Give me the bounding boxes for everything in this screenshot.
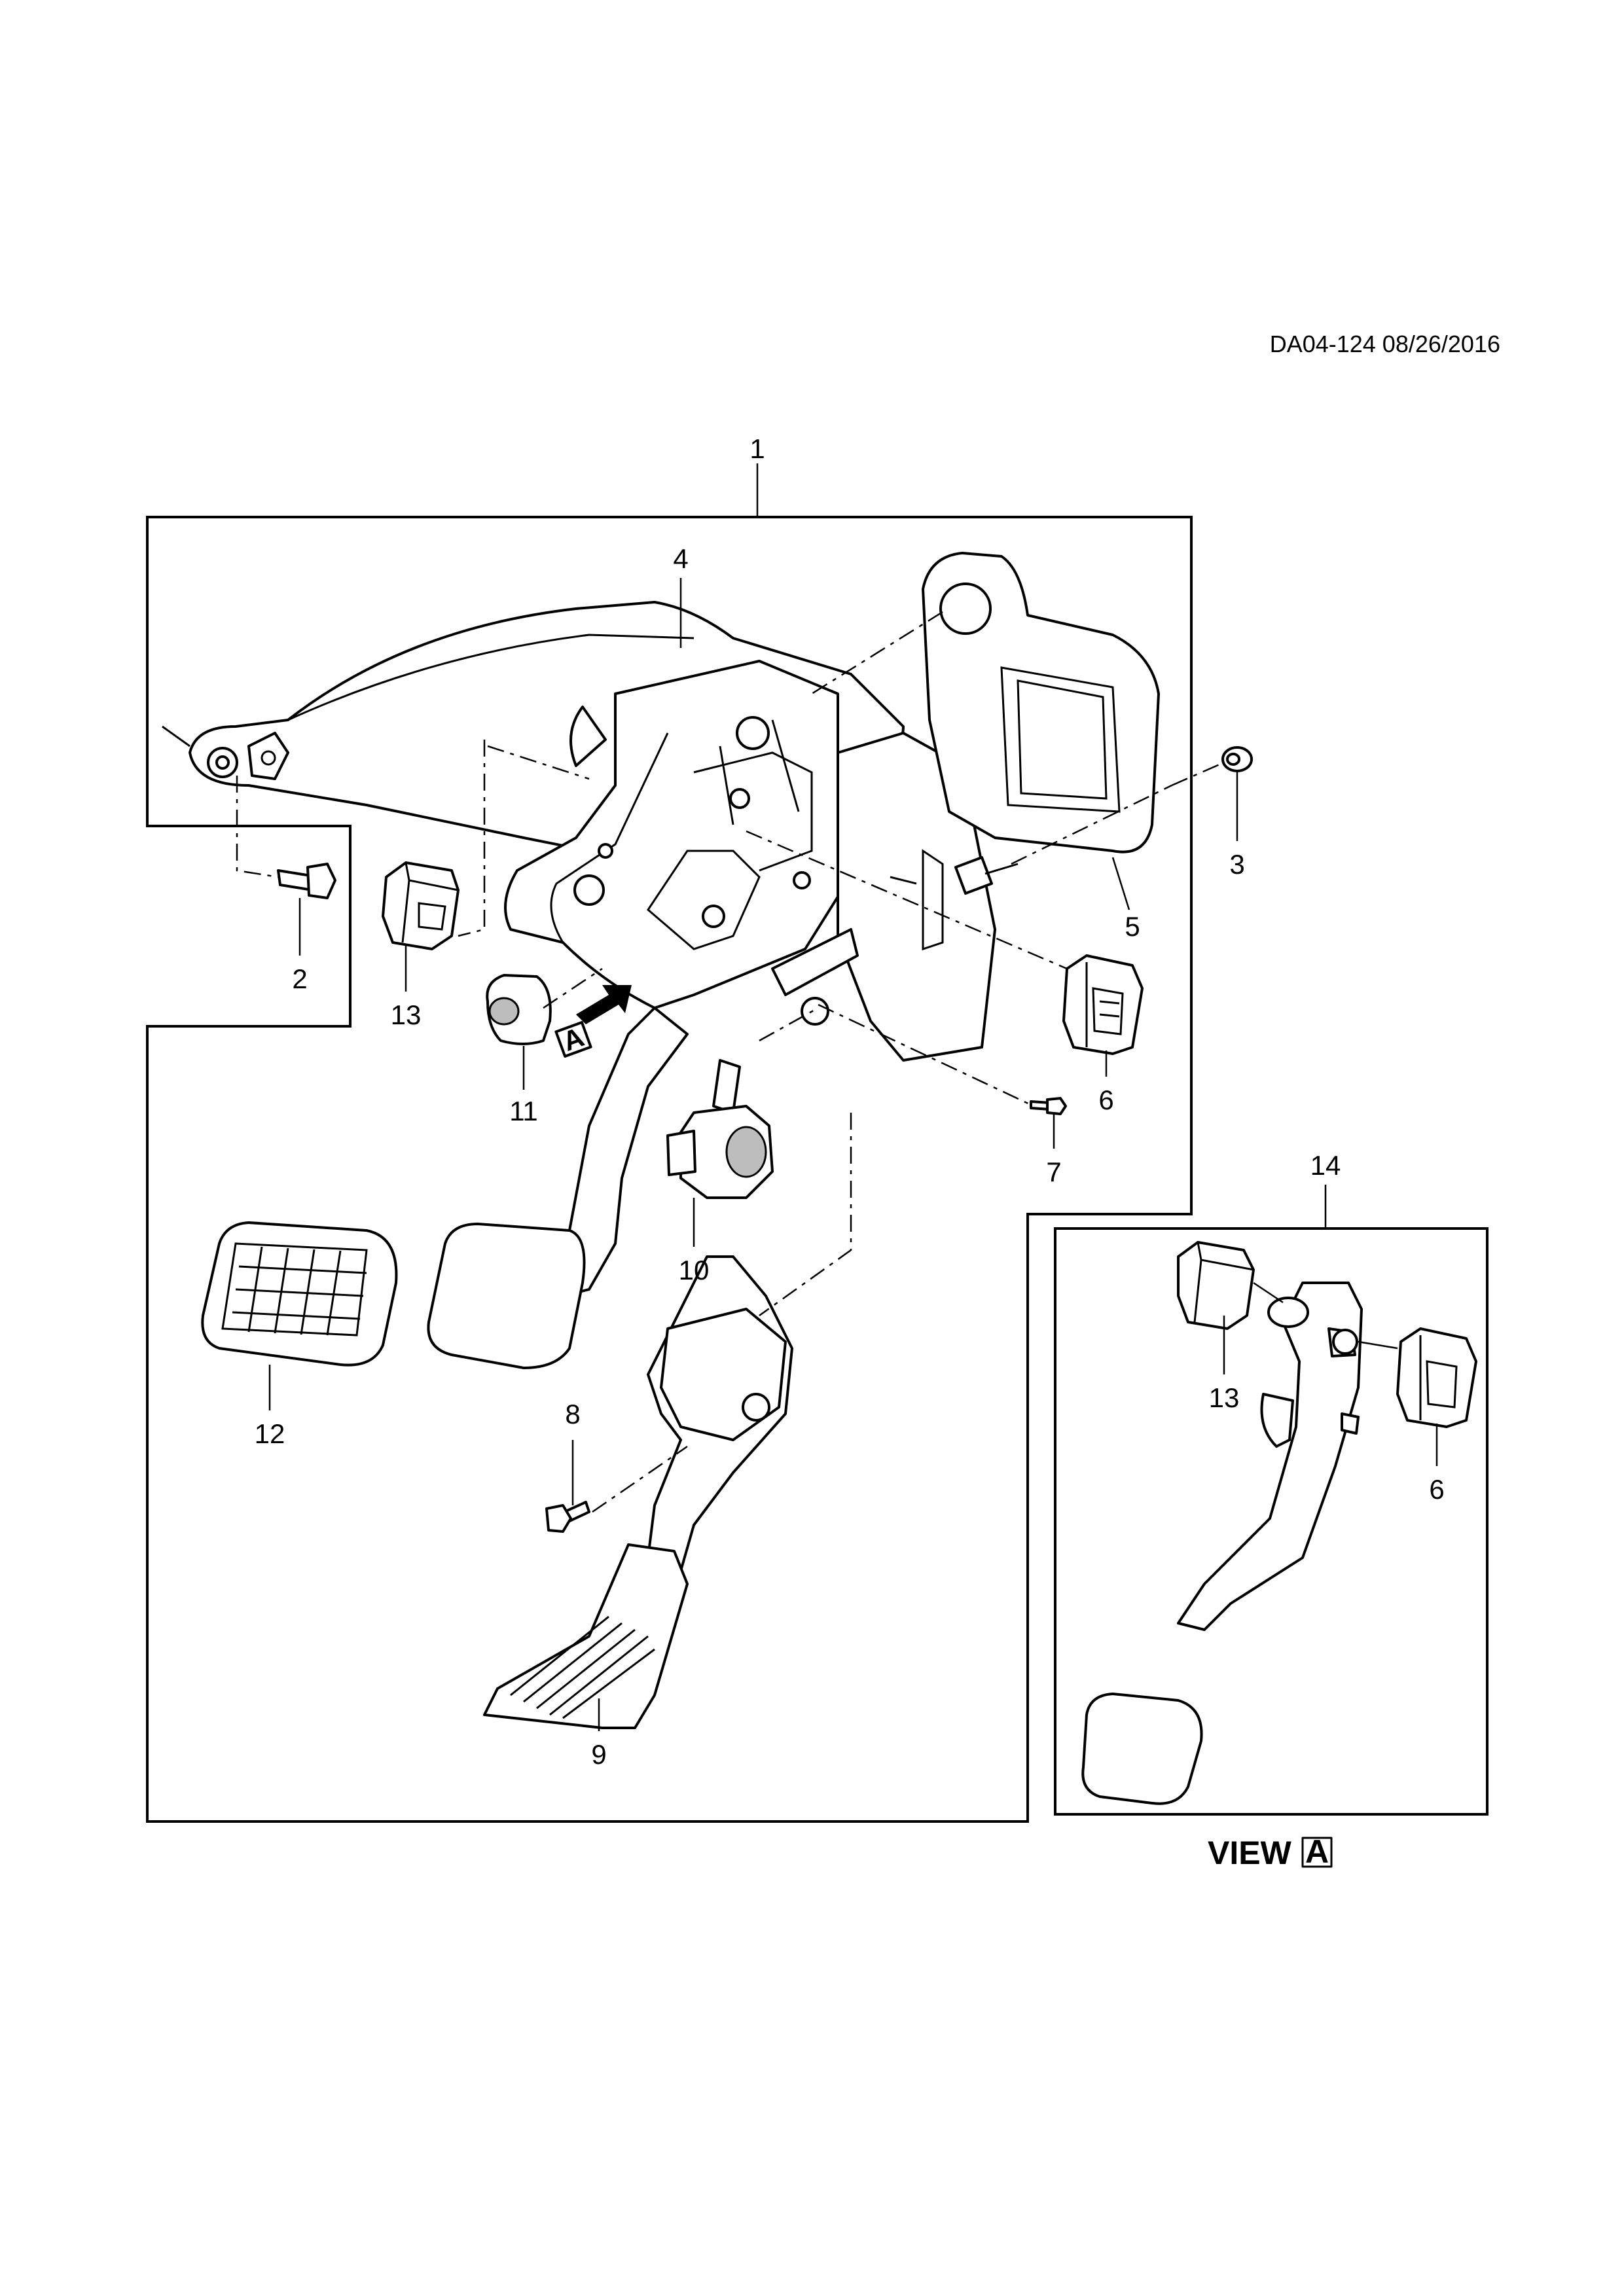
inset-callout-13: 13 <box>1209 1382 1240 1413</box>
callout-2: 2 <box>292 963 307 994</box>
callout-1: 1 <box>749 433 765 464</box>
callout-5: 5 <box>1125 911 1140 942</box>
pedal-pad <box>201 1221 398 1367</box>
callout-3: 3 <box>1229 849 1244 880</box>
accelerator-pedal <box>483 1255 793 1729</box>
callout-6: 6 <box>1098 1085 1113 1115</box>
view-a-switch-6 <box>1396 1327 1477 1428</box>
callout-9: 9 <box>591 1739 606 1770</box>
position-sensor <box>666 1059 774 1199</box>
callout-14: 14 <box>1310 1150 1341 1181</box>
bolt <box>277 863 336 899</box>
assembly-lines <box>236 611 1225 1513</box>
leader-lines <box>268 578 1438 1731</box>
callout-11: 11 <box>509 1096 538 1126</box>
view-a-caption: VIEW A <box>1208 1833 1333 1871</box>
callout-10: 10 <box>679 1255 710 1285</box>
callout-12: 12 <box>255 1418 285 1449</box>
view-a-switch-13 <box>1177 1241 1255 1330</box>
pedal-bushing <box>486 974 552 1045</box>
stop-lamp-switch <box>1062 954 1144 1055</box>
callout-labels: 1 4 5 3 2 13 6 7 11 10 12 8 9 14 13 6 <box>255 433 1445 1770</box>
callout-7: 7 <box>1046 1157 1061 1187</box>
pedal-bracket <box>162 601 996 1062</box>
pedal-switch <box>382 861 460 950</box>
drawing-code: DA04-124 08/26/2016 <box>1270 331 1500 357</box>
pedal-bolt <box>545 1501 590 1533</box>
callout-13: 13 <box>391 999 422 1030</box>
view-a-arrow: A <box>554 985 632 1058</box>
view-a-pedal <box>1081 1282 1363 1805</box>
small-bolt <box>1030 1097 1067 1115</box>
nut <box>1221 746 1253 772</box>
mounting-plate <box>922 552 1160 895</box>
view-a-inset-frame <box>1054 1227 1489 1816</box>
callout-8: 8 <box>565 1399 580 1429</box>
view-caption-letter: A <box>1305 1833 1329 1870</box>
main-assembly-frame <box>146 516 1193 1823</box>
inset-callout-6: 6 <box>1429 1474 1444 1505</box>
callout-4: 4 <box>673 543 688 574</box>
brake-pedal-arm <box>427 1007 689 1369</box>
view-caption-text: VIEW <box>1208 1835 1292 1871</box>
